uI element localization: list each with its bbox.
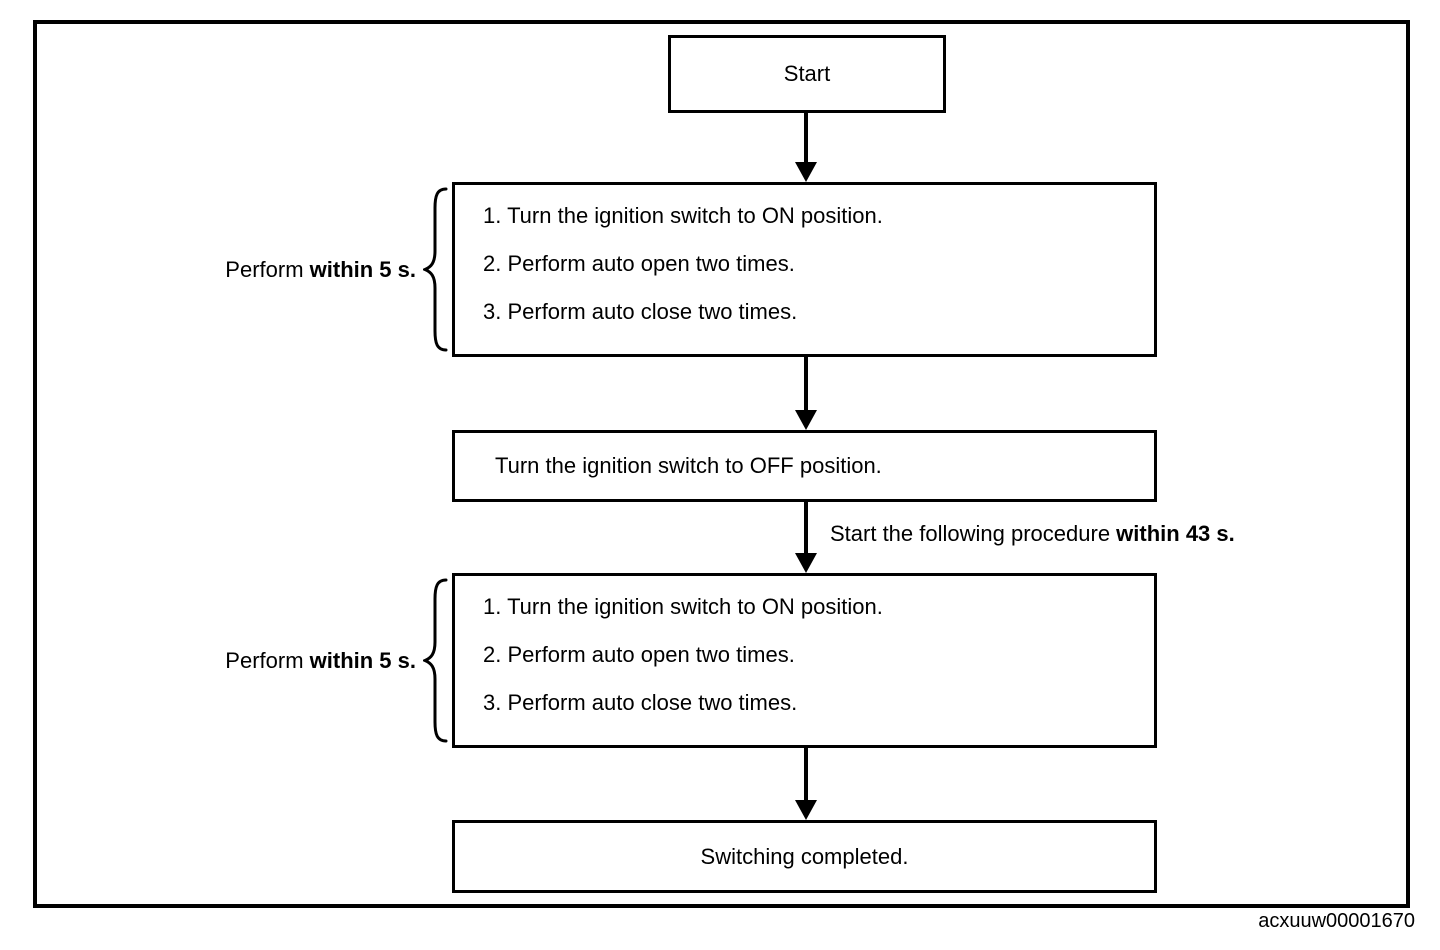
- down-arrow-icon: [795, 553, 817, 573]
- timing-label-bold: within 5 s.: [309, 257, 416, 282]
- left-brace-icon: [423, 578, 448, 743]
- timing-label-text: Perform: [225, 648, 310, 673]
- figure-code: acxuuw00001670: [1258, 910, 1415, 932]
- flowchart-node-ignition-off: Turn the ignition switch to OFF position…: [452, 430, 1157, 502]
- down-arrow-icon: [795, 162, 817, 182]
- procedure-step: 1. Turn the ignition switch to ON positi…: [483, 594, 883, 619]
- flow-connector-line: [804, 748, 808, 800]
- flowchart-node-procedure-2: 1. Turn the ignition switch to ON positi…: [452, 573, 1157, 748]
- flow-connector-line: [804, 357, 808, 410]
- flow-connector-line: [804, 113, 808, 163]
- flowchart-node-procedure-1: 1. Turn the ignition switch to ON positi…: [452, 182, 1157, 357]
- flowchart-node-start: Start: [668, 35, 946, 113]
- procedure-2-timing-label: Perform within 5 s.: [140, 647, 416, 674]
- flowchart-node-completed: Switching completed.: [452, 820, 1157, 893]
- left-brace-icon: [423, 187, 448, 352]
- arrow-note-text: Start the following procedure: [830, 521, 1117, 546]
- completed-label: Switching completed.: [700, 843, 909, 869]
- procedure-step: 2. Perform auto open two times.: [483, 642, 795, 667]
- procedure-1-timing-label: Perform within 5 s.: [140, 256, 416, 283]
- timing-label-bold: within 5 s.: [309, 648, 416, 673]
- flow-connector-line: [804, 502, 808, 553]
- ignition-off-label: Turn the ignition switch to OFF position…: [495, 453, 882, 478]
- procedure-step: 2. Perform auto open two times.: [483, 251, 795, 276]
- arrow-annotation: Start the following procedure within 43 …: [830, 521, 1235, 547]
- down-arrow-icon: [795, 800, 817, 820]
- procedure-step: 3. Perform auto close two times.: [483, 299, 798, 324]
- procedure-step: 3. Perform auto close two times.: [483, 690, 798, 715]
- down-arrow-icon: [795, 410, 817, 430]
- arrow-note-bold: within 43 s.: [1116, 521, 1235, 546]
- procedure-step: 1. Turn the ignition switch to ON positi…: [483, 203, 883, 228]
- start-label: Start: [783, 61, 831, 86]
- timing-label-text: Perform: [225, 257, 310, 282]
